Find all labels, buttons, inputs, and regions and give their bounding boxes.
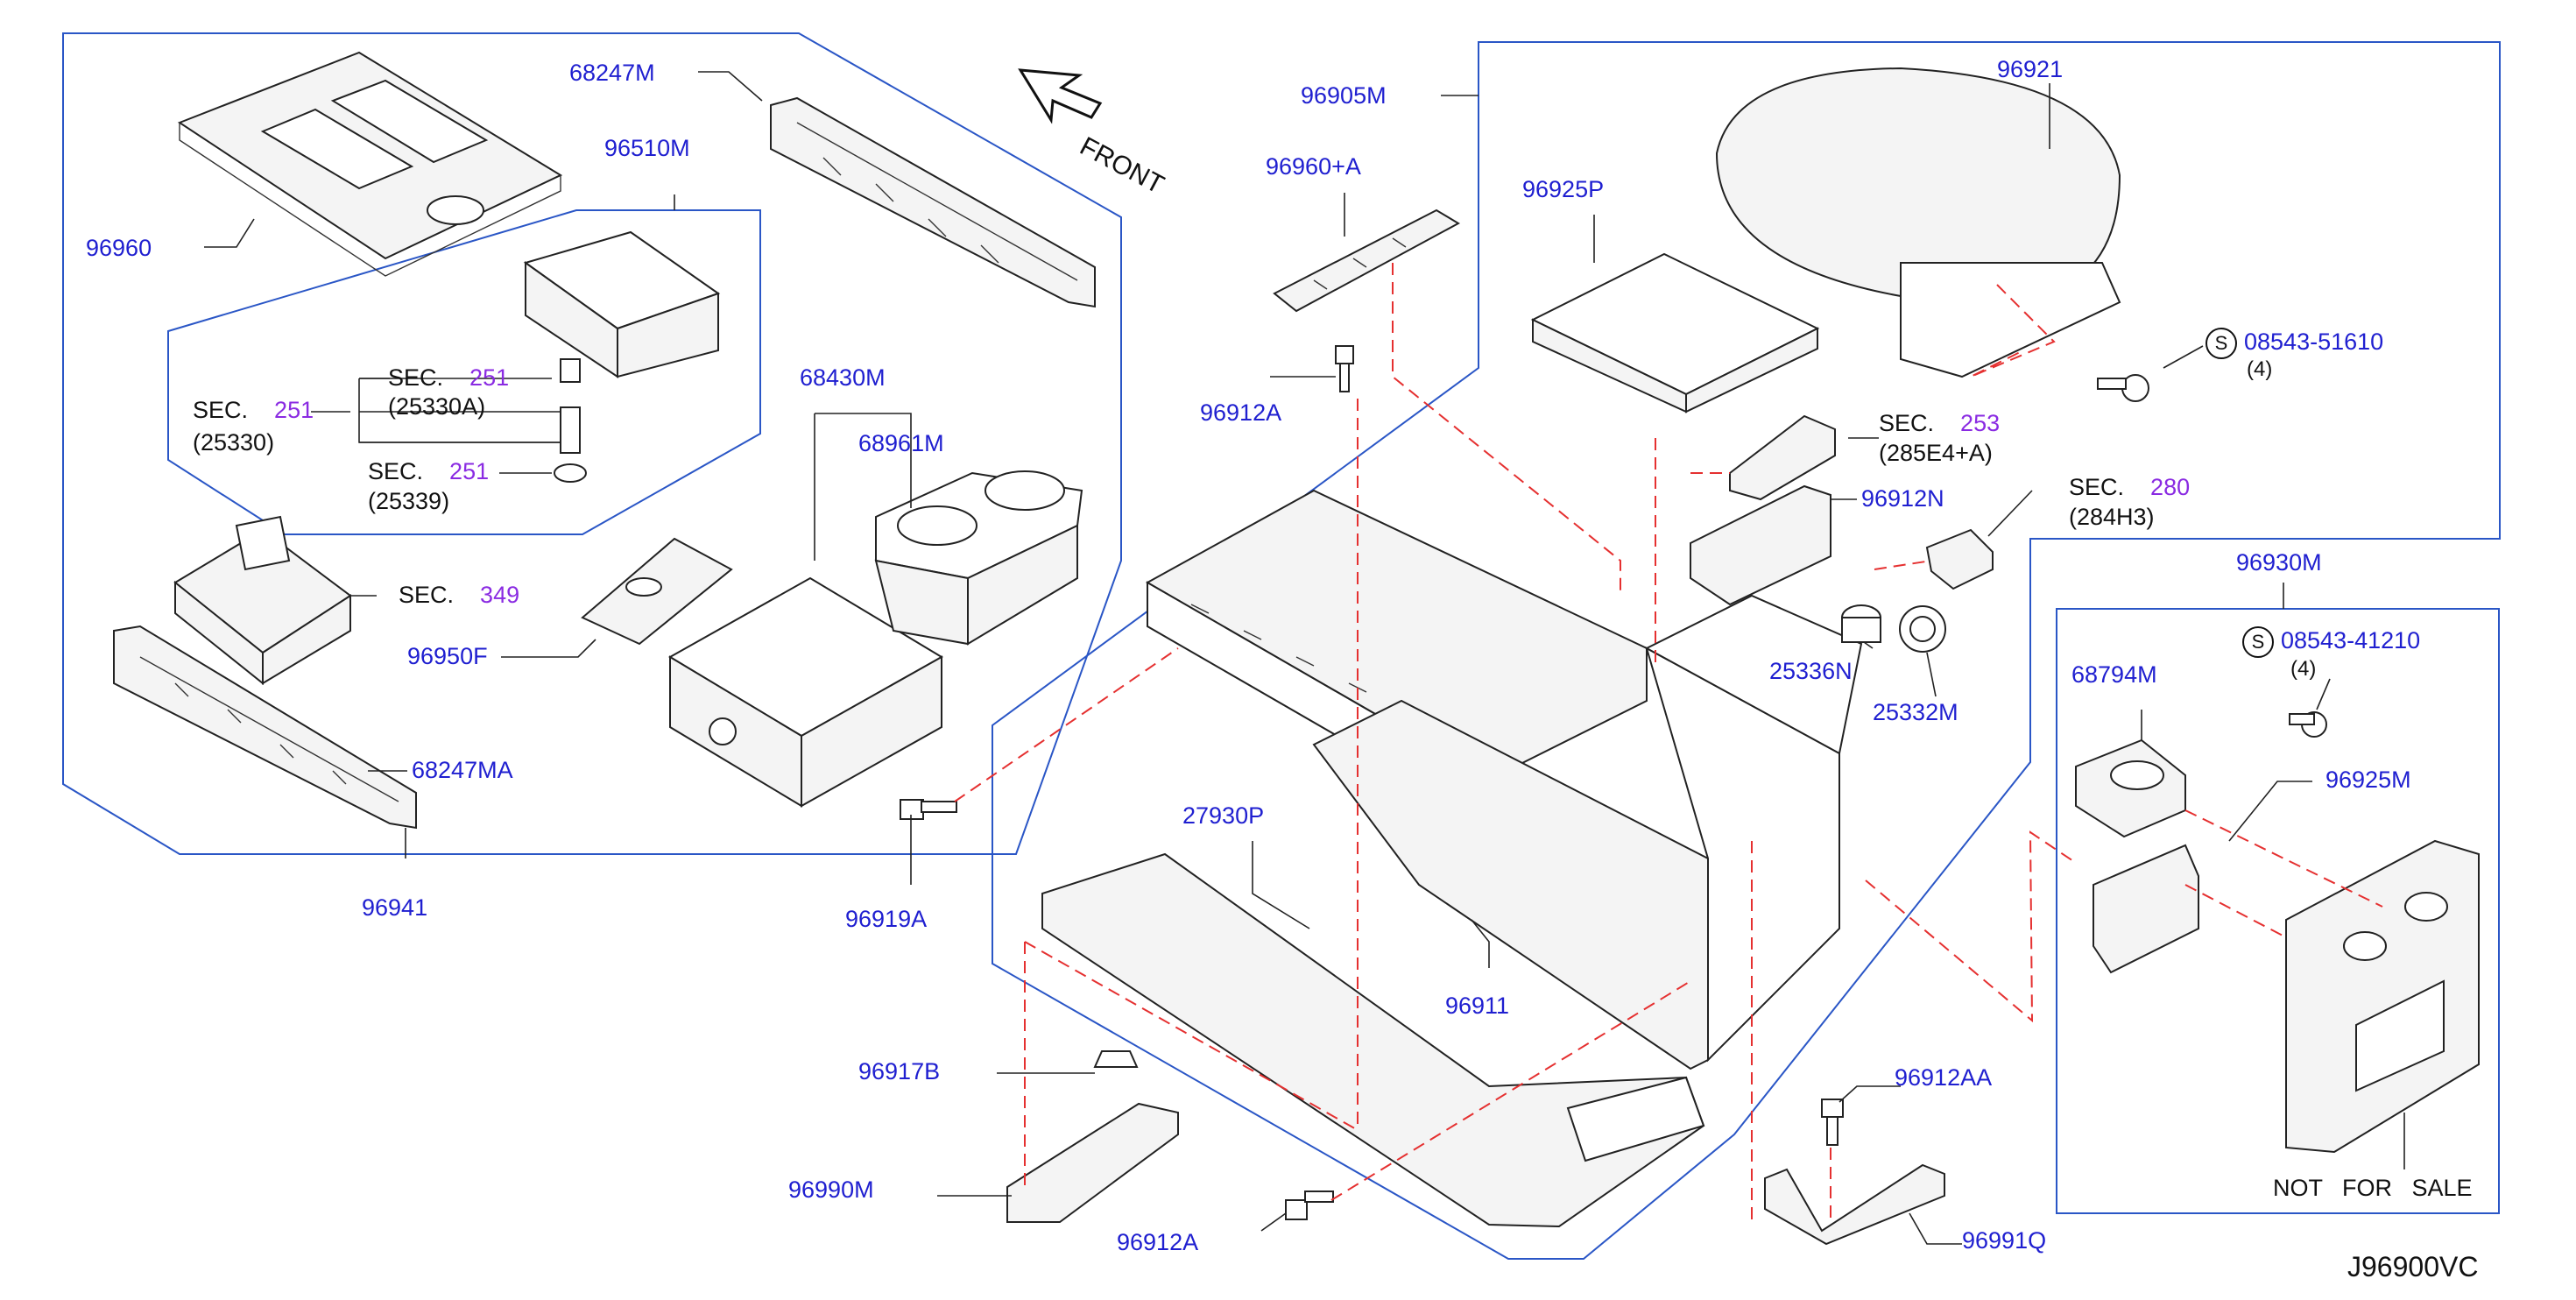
callout-96912A-top[interactable]: 96912A	[1200, 399, 1282, 426]
callout-96930M[interactable]: 96930M	[2236, 549, 2322, 576]
finisher-rail-68247M	[770, 96, 1096, 308]
section-ref-25330: (25330)	[193, 429, 275, 456]
callout-96960A[interactable]: 96960+A	[1266, 153, 1361, 180]
callout-96912A-bottom[interactable]: 96912A	[1117, 1229, 1199, 1255]
section-link-253[interactable]: 253	[1960, 410, 2001, 436]
leader-lines	[204, 71, 2405, 1245]
bolt-96919A	[900, 799, 957, 820]
callout-96510M[interactable]: 96510M	[604, 135, 690, 161]
tray-96925P	[1530, 252, 1820, 413]
section-link-280[interactable]: 280	[2150, 474, 2191, 500]
connector-sec253	[1729, 414, 1836, 501]
qty-08543-41210: (4)	[2290, 657, 2317, 681]
screw-part-08543-41210[interactable]: 08543-41210	[2281, 627, 2421, 654]
callout-96925P[interactable]: 96925P	[1522, 176, 1605, 202]
callout-96960[interactable]: 96960	[86, 235, 152, 261]
left-group-boundary	[62, 32, 1122, 855]
callout-96921[interactable]: 96921	[1997, 56, 2064, 82]
callout-96925M[interactable]: 96925M	[2325, 767, 2411, 793]
console-body-96911	[1145, 489, 1863, 1070]
callout-08543-51610: S 08543-51610	[2205, 328, 2383, 359]
nut-96917B	[1093, 1050, 1139, 1068]
socket-25336N	[1841, 604, 1881, 643]
section-label-251-a: SEC. 251	[388, 364, 510, 391]
finisher-rail-68247MA	[113, 625, 417, 830]
section-ref-25330A: (25330A)	[388, 393, 486, 420]
section-ref-25339: (25339)	[368, 488, 450, 514]
bolt-96912A-top	[1335, 345, 1354, 392]
section-label-251-c: SEC. 251	[368, 458, 490, 484]
section-label-251-b: SEC. 251	[193, 397, 314, 423]
bracket-96990M	[1006, 1102, 1179, 1223]
callout-96990M[interactable]: 96990M	[788, 1176, 874, 1203]
section-label-280: SEC. 280	[2069, 474, 2191, 500]
connector-sec280	[1925, 528, 1994, 590]
qty-08543-51610: (4)	[2247, 357, 2273, 381]
section-link-349[interactable]: 349	[480, 582, 520, 608]
screw-08543-51610	[2097, 374, 2149, 402]
front-arrow-icon	[1018, 68, 1103, 124]
frame-96925M	[2093, 844, 2199, 974]
callout-96941[interactable]: 96941	[362, 894, 428, 921]
bracket-96960A	[1273, 208, 1461, 313]
screw-08543-41210	[2289, 711, 2327, 738]
callout-68247M[interactable]: 68247M	[569, 60, 655, 86]
callout-96912AA[interactable]: 96912AA	[1895, 1064, 1993, 1091]
shifter-subgroup-boundary	[167, 209, 761, 535]
s-symbol-icon: S	[2242, 626, 2274, 658]
callout-96912N[interactable]: 96912N	[1861, 485, 1944, 512]
section-label-253: SEC. 253	[1879, 410, 2001, 436]
section-link-251-a[interactable]: 251	[469, 364, 510, 391]
rear-finisher-panel	[2285, 839, 2480, 1154]
callout-96911[interactable]: 96911	[1445, 993, 1510, 1019]
callout-27930P[interactable]: 27930P	[1182, 802, 1265, 829]
callout-25336N[interactable]: 25336N	[1769, 658, 1853, 684]
bracket-96991Q	[1764, 1163, 1945, 1246]
callout-25332M[interactable]: 25332M	[1873, 699, 1958, 725]
bracket-96950F	[581, 537, 733, 646]
ashtray-96510M	[523, 230, 721, 483]
rear-panel-group-boundary	[2056, 608, 2500, 1214]
callout-96950F[interactable]: 96950F	[407, 643, 488, 669]
section-ref-285E4A: (285E4+A)	[1879, 440, 1993, 466]
callout-68794M[interactable]: 68794M	[2071, 661, 2157, 688]
screw-part-08543-51610[interactable]: 08543-51610	[2244, 329, 2384, 356]
vent-68794M	[2075, 738, 2186, 838]
armrest-lid-96921	[1715, 67, 2121, 378]
callout-96919A[interactable]: 96919A	[845, 906, 928, 932]
bolt-96912A-bottom	[1285, 1190, 1334, 1220]
callout-08543-41210: S 08543-41210	[2242, 626, 2420, 658]
cup-holder-68961M	[874, 470, 1083, 646]
s-symbol-icon: S	[2205, 328, 2237, 359]
diagram-code: J96900VC	[2347, 1251, 2479, 1282]
bracket-96912N	[1690, 484, 1831, 606]
not-for-sale-note: NOT FOR SALE	[2273, 1175, 2473, 1201]
shift-boot-assembly	[173, 515, 352, 686]
bolt-96912AA	[1821, 1099, 1844, 1146]
callout-96905M[interactable]: 96905M	[1301, 82, 1387, 109]
callout-96917B[interactable]: 96917B	[858, 1058, 941, 1085]
console-group-boundary	[992, 41, 2501, 1260]
callout-68247MA[interactable]: 68247MA	[412, 757, 513, 783]
callout-68430M[interactable]: 68430M	[800, 364, 886, 391]
section-label-349: SEC. 349	[399, 582, 520, 608]
callout-68961M[interactable]: 68961M	[858, 430, 944, 456]
duct-27930P	[1041, 852, 1705, 1228]
section-link-251-b[interactable]: 251	[274, 397, 314, 423]
callout-96991Q[interactable]: 96991Q	[1962, 1227, 2047, 1254]
usb-25332M	[1899, 605, 1946, 653]
dashed-assembly-lines	[954, 263, 2383, 1226]
section-link-251-c[interactable]: 251	[449, 458, 490, 484]
section-ref-284H3: (284H3)	[2069, 504, 2155, 530]
shift-finisher-96960	[177, 51, 563, 277]
console-box-68430M	[668, 576, 943, 808]
